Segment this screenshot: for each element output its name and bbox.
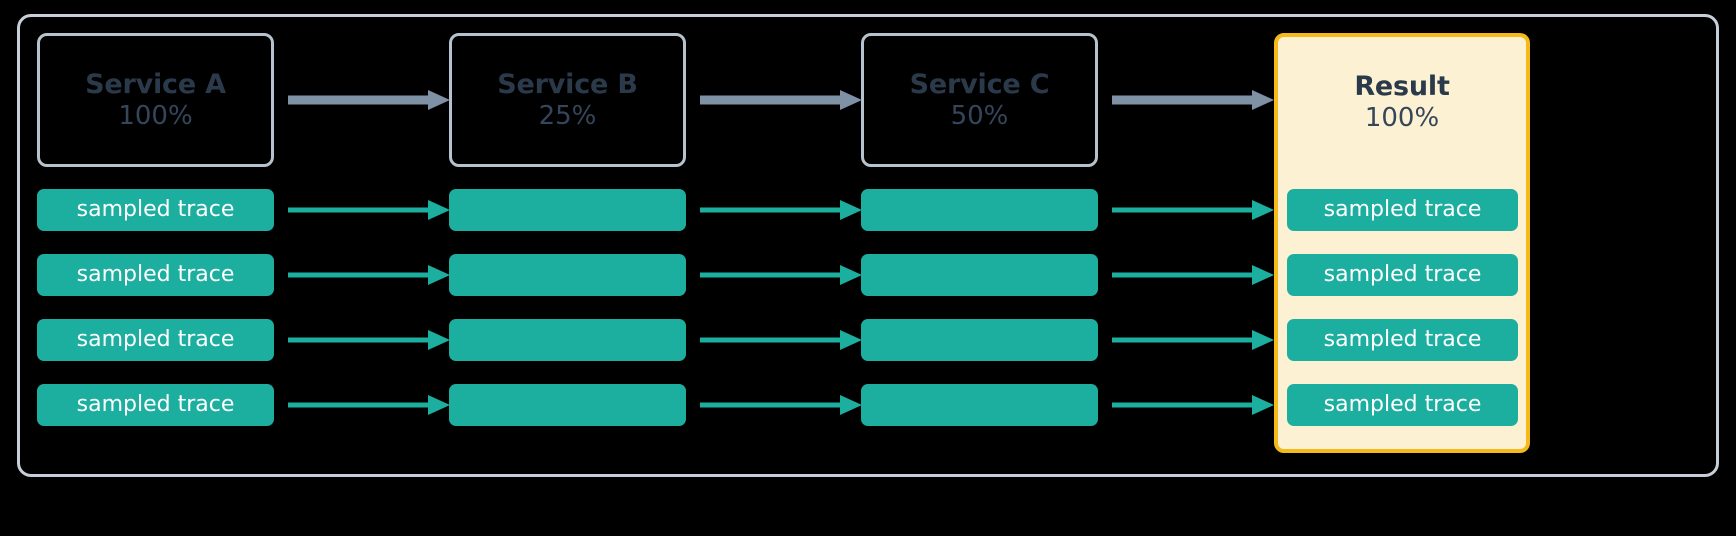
trace-bar-service-b-row-3[interactable] [449, 319, 686, 361]
service-percent-label: 25% [538, 100, 597, 131]
diagram-outer-frame [17, 14, 1719, 477]
trace-arrow-row-3-col-3 [1112, 328, 1274, 352]
trace-bar-result-row-2[interactable]: sampled trace [1287, 254, 1518, 296]
trace-bar-label: sampled trace [1323, 392, 1482, 417]
trace-arrow-row-1-col-1 [288, 198, 450, 222]
trace-arrow-row-1-col-3 [1112, 198, 1274, 222]
trace-bar-service-a-row-1[interactable]: sampled trace [37, 189, 274, 231]
service-box-service-c[interactable]: Service C 50% [861, 33, 1098, 167]
trace-bar-service-a-row-4[interactable]: sampled trace [37, 384, 274, 426]
arrow-service-c-to-result [1112, 88, 1274, 112]
arrow-service-b-to-service-c [700, 88, 862, 112]
service-name-label: Service C [909, 68, 1050, 100]
column-service-a: sampled trace sampled trace sampled trac… [37, 0, 274, 536]
arrow-service-a-to-service-b [288, 88, 450, 112]
trace-bar-service-b-row-4[interactable] [449, 384, 686, 426]
trace-bar-label: sampled trace [76, 197, 235, 222]
trace-bar-service-c-row-1[interactable] [861, 189, 1098, 231]
column-service-c [861, 0, 1098, 536]
service-name-label: Service A [85, 68, 226, 100]
trace-bar-label: sampled trace [76, 327, 235, 352]
trace-arrow-row-2-col-2 [700, 263, 862, 287]
result-percent-label: 100% [1364, 102, 1440, 133]
service-percent-label: 100% [118, 100, 193, 131]
service-box-service-b[interactable]: Service B 25% [449, 33, 686, 167]
trace-arrow-row-4-col-2 [700, 393, 862, 417]
service-name-label: Service B [497, 68, 638, 100]
trace-arrow-row-2-col-1 [288, 263, 450, 287]
trace-bar-service-c-row-3[interactable] [861, 319, 1098, 361]
trace-bar-label: sampled trace [76, 392, 235, 417]
trace-arrow-row-1-col-2 [700, 198, 862, 222]
trace-bar-label: sampled trace [1323, 197, 1482, 222]
result-header: Result 100% [1278, 37, 1526, 167]
trace-bar-label: sampled trace [76, 262, 235, 287]
result-name-label: Result [1354, 70, 1450, 102]
trace-bar-service-b-row-1[interactable] [449, 189, 686, 231]
trace-bar-result-row-4[interactable]: sampled trace [1287, 384, 1518, 426]
service-box-service-a[interactable]: Service A 100% [37, 33, 274, 167]
trace-arrow-row-3-col-2 [700, 328, 862, 352]
trace-arrow-row-3-col-1 [288, 328, 450, 352]
column-service-b [449, 0, 686, 536]
result-panel[interactable]: Result 100% sampled trace sampled trace … [1274, 33, 1530, 453]
trace-bar-service-b-row-2[interactable] [449, 254, 686, 296]
trace-bar-result-row-1[interactable]: sampled trace [1287, 189, 1518, 231]
trace-bar-service-a-row-2[interactable]: sampled trace [37, 254, 274, 296]
trace-arrow-row-4-col-1 [288, 393, 450, 417]
trace-bar-result-row-3[interactable]: sampled trace [1287, 319, 1518, 361]
service-percent-label: 50% [950, 100, 1009, 131]
trace-bar-label: sampled trace [1323, 262, 1482, 287]
trace-bar-label: sampled trace [1323, 327, 1482, 352]
trace-bar-service-c-row-4[interactable] [861, 384, 1098, 426]
trace-arrow-row-4-col-3 [1112, 393, 1274, 417]
trace-bar-service-a-row-3[interactable]: sampled trace [37, 319, 274, 361]
trace-bar-service-c-row-2[interactable] [861, 254, 1098, 296]
trace-arrow-row-2-col-3 [1112, 263, 1274, 287]
